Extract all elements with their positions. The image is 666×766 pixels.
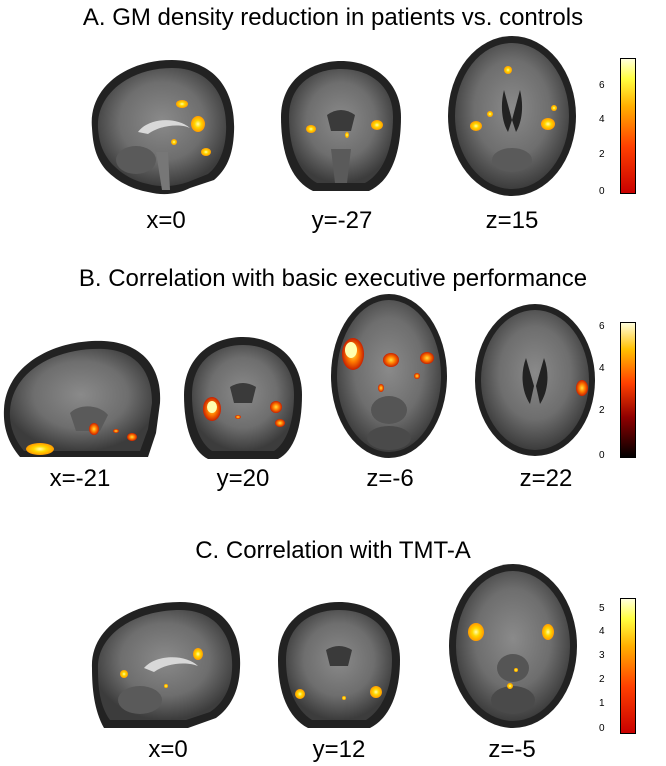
brain-slice-b-sagittal bbox=[3, 340, 161, 457]
brain-slice-b-axial-1 bbox=[331, 294, 447, 458]
colorbar-tick: 4 bbox=[599, 114, 605, 125]
colorbar-tick: 0 bbox=[599, 450, 605, 461]
colorbar-tick: 0 bbox=[599, 723, 605, 734]
slice-label: z=-5 bbox=[488, 736, 536, 763]
panel-a-title: A. GM density reduction in patients vs. … bbox=[82, 4, 584, 31]
brain-slice-a-sagittal bbox=[91, 60, 235, 195]
brain-slice-c-coronal bbox=[278, 602, 400, 728]
colorbar-tick: 6 bbox=[599, 321, 605, 332]
colorbar-tick: 4 bbox=[599, 363, 605, 374]
panel-c-title: C. Correlation with TMT-A bbox=[195, 537, 471, 564]
slice-label: x=0 bbox=[146, 207, 186, 234]
panel-b-title: B. Correlation with basic executive perf… bbox=[78, 265, 588, 292]
slice-label: y=12 bbox=[312, 736, 366, 763]
brain-slice-c-sagittal bbox=[91, 602, 241, 728]
brain-slice-b-axial-2 bbox=[475, 304, 595, 456]
colorbar-tick: 1 bbox=[599, 698, 605, 709]
brain-slice-b-coronal bbox=[184, 337, 302, 459]
brain-slice-a-coronal bbox=[281, 61, 401, 191]
slice-label: y=20 bbox=[216, 465, 270, 492]
slice-label: z=-6 bbox=[366, 465, 414, 492]
colorbar-tick: 4 bbox=[599, 626, 605, 637]
brain-slice-c-axial bbox=[449, 564, 577, 728]
slice-label: z=22 bbox=[519, 465, 573, 492]
colorbar-c bbox=[620, 598, 636, 734]
colorbar-a bbox=[620, 58, 636, 194]
slice-label: x=-21 bbox=[49, 465, 111, 492]
colorbar-tick: 5 bbox=[599, 603, 605, 614]
colorbar-tick: 2 bbox=[599, 674, 605, 685]
slice-label: z=15 bbox=[485, 207, 539, 234]
colorbar-tick: 2 bbox=[599, 405, 605, 416]
slice-label: y=-27 bbox=[311, 207, 373, 234]
slice-label: x=0 bbox=[148, 736, 188, 763]
colorbar-tick: 3 bbox=[599, 650, 605, 661]
colorbar-tick: 6 bbox=[599, 80, 605, 91]
colorbar-b bbox=[620, 322, 636, 458]
brain-slice-a-axial bbox=[448, 36, 576, 196]
colorbar-tick: 2 bbox=[599, 149, 605, 160]
colorbar-tick: 0 bbox=[599, 186, 605, 197]
